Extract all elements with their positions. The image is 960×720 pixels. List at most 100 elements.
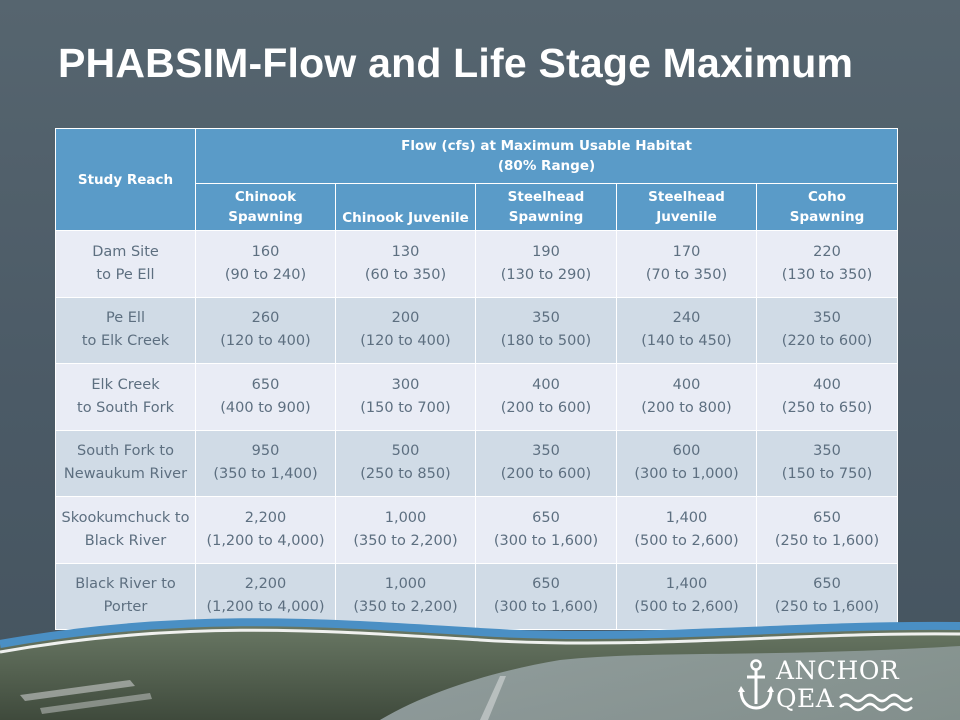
reach-line2: Porter xyxy=(103,599,148,616)
column-header-steelhead-juvenile: Steelhead Juvenile xyxy=(616,183,757,231)
flow-value: 650 xyxy=(532,576,560,593)
flow-cell: 400(250 to 650) xyxy=(755,363,899,431)
flow-cell: 650(250 to 1,600) xyxy=(755,496,899,564)
column-header-line1: Steelhead xyxy=(648,189,725,205)
flow-cell: 350 (150 to 750) xyxy=(755,429,899,497)
anchor-qea-logo: ANCHOR QEA xyxy=(738,656,928,716)
flow-value: 350 xyxy=(532,443,560,460)
flow-cell: 650 (300 to 1,600) xyxy=(475,562,617,630)
flow-range: (150 to 700) xyxy=(360,399,451,416)
flow-cell: 650(400 to 900) xyxy=(195,363,336,431)
habitat-table: Study Reach Flow (cfs) at Maximum Usable… xyxy=(55,128,899,630)
flow-range: (180 to 500) xyxy=(500,333,592,350)
flow-cell: 220 (130 to 350) xyxy=(755,230,899,298)
flow-value: 350 xyxy=(813,443,841,460)
table-row: Elk Creek to South Fork 650(400 to 900) 3… xyxy=(55,363,899,431)
reach-line1: Elk Creek xyxy=(91,376,160,393)
reach-cell: Dam Site to Pe Ell xyxy=(55,230,196,298)
column-header-coho-spawning: Coho Spawning xyxy=(755,183,899,231)
table-row: South Fork to Newaukum River 950(350 to 1… xyxy=(55,429,899,497)
flow-value: 240 xyxy=(672,310,701,327)
column-header-line1: Chinook Juvenile xyxy=(342,210,469,226)
flow-value: 650 xyxy=(532,509,560,526)
flow-cell: 1,000(350 to 2,200) xyxy=(335,496,476,564)
flow-value: 650 xyxy=(813,576,841,593)
table-row: Dam Site to Pe Ell 160(90 to 240) 130(60 … xyxy=(55,230,899,298)
flow-group-header: Flow (cfs) at Maximum Usable Habitat (80… xyxy=(194,128,899,184)
flow-range: (250 to 1,600) xyxy=(774,532,880,549)
reach-line2: to Elk Creek xyxy=(81,333,170,350)
flow-value: 600 xyxy=(672,443,701,460)
flow-range: (130 to 350) xyxy=(781,266,873,283)
reach-cell: Skookumchuck to Black River xyxy=(55,496,196,564)
flow-value: 170 xyxy=(672,243,701,260)
flow-value: 500 xyxy=(391,443,420,460)
column-header-line1: Chinook xyxy=(234,189,297,205)
flow-cell: 500 (250 to 850) xyxy=(335,429,476,497)
reach-cell: Elk Creek to South Fork xyxy=(55,363,196,431)
flow-range: (500 to 2,600) xyxy=(634,599,739,616)
flow-range: (350 to 1,400) xyxy=(213,466,318,483)
flow-range: (150 to 750) xyxy=(781,466,873,483)
flow-range: (140 to 450) xyxy=(641,333,732,350)
flow-range: (120 to 400) xyxy=(220,333,311,350)
flow-cell: 300 (150 to 700) xyxy=(335,363,476,431)
flow-cell: 950(350 to 1,400) xyxy=(195,429,336,497)
reach-line1: South Fork to xyxy=(77,443,174,460)
flow-range: (220 to 600) xyxy=(781,333,873,350)
flow-value: 400 xyxy=(672,376,701,393)
flow-group-header-line1: Flow (cfs) at Maximum Usable Habitat xyxy=(401,138,692,154)
reach-line2: Black River xyxy=(84,532,167,549)
flow-cell: 160(90 to 240) xyxy=(195,230,336,298)
flow-range: (300 to 1,000) xyxy=(634,466,739,483)
column-header-line2: Spawning xyxy=(789,209,865,225)
column-header-line2: Juvenile xyxy=(656,209,717,225)
flow-value: 400 xyxy=(813,376,841,393)
flow-range: (1,200 to 4,000) xyxy=(206,599,325,616)
flow-range: (400 to 900) xyxy=(220,399,311,416)
flow-range: (200 to 600) xyxy=(500,466,592,483)
reach-line1: Skookumchuck to xyxy=(61,509,190,526)
flow-value: 300 xyxy=(391,376,420,393)
flow-value: 350 xyxy=(813,310,841,327)
reach-line2: to Pe Ell xyxy=(96,266,155,283)
table-row: Black River to Porter 2,200 (1,200 to 4,00… xyxy=(55,562,899,630)
flow-range: (60 to 350) xyxy=(364,266,447,283)
reach-cell: Pe Ell to Elk Creek xyxy=(55,296,196,364)
reach-line2: to South Fork xyxy=(77,399,174,416)
flow-cell: 170(70 to 350) xyxy=(616,230,757,298)
flow-value: 2,200 xyxy=(244,509,287,526)
flow-range: (1,200 to 4,000) xyxy=(206,532,325,549)
study-reach-header: Study Reach xyxy=(55,128,196,231)
reach-line1: Black River to xyxy=(75,576,176,593)
flow-range: (350 to 2,200) xyxy=(353,532,458,549)
waves-icon xyxy=(839,693,913,712)
reach-line2: Newaukum River xyxy=(63,466,188,483)
column-header-line2: Spawning xyxy=(228,209,303,225)
flow-range: (200 to 600) xyxy=(500,399,592,416)
flow-cell: 400 (200 to 600) xyxy=(475,363,617,431)
flow-cell: 350 (200 to 600) xyxy=(475,429,617,497)
flow-cell: 650(300 to 1,600) xyxy=(475,496,617,564)
flow-range: (500 to 2,600) xyxy=(634,532,739,549)
flow-value: 1,000 xyxy=(384,576,427,593)
flow-range: (350 to 2,200) xyxy=(353,599,458,616)
reach-cell: Black River to Porter xyxy=(55,562,196,630)
flow-cell: 1,400(500 to 2,600) xyxy=(616,496,757,564)
flow-range: (300 to 1,600) xyxy=(493,599,599,616)
flow-range: (250 to 850) xyxy=(360,466,451,483)
reach-line1: Pe Ell xyxy=(106,310,145,327)
footer-wave-image xyxy=(0,618,960,720)
flow-cell: 400(200 to 800) xyxy=(616,363,757,431)
logo-text-qea: QEA xyxy=(776,684,835,713)
flow-range: (130 to 290) xyxy=(500,266,592,283)
flow-value: 2,200 xyxy=(244,576,287,593)
table-row: Skookumchuck to Black River 2,200 (1,200 t… xyxy=(55,496,899,564)
flow-value: 200 xyxy=(391,310,420,327)
flow-value: 400 xyxy=(532,376,560,393)
column-header-line2: Spawning xyxy=(508,209,584,225)
reach-line1: Dam Site xyxy=(92,243,159,260)
flow-cell: 130(60 to 350) xyxy=(335,230,476,298)
flow-value: 220 xyxy=(813,243,841,260)
